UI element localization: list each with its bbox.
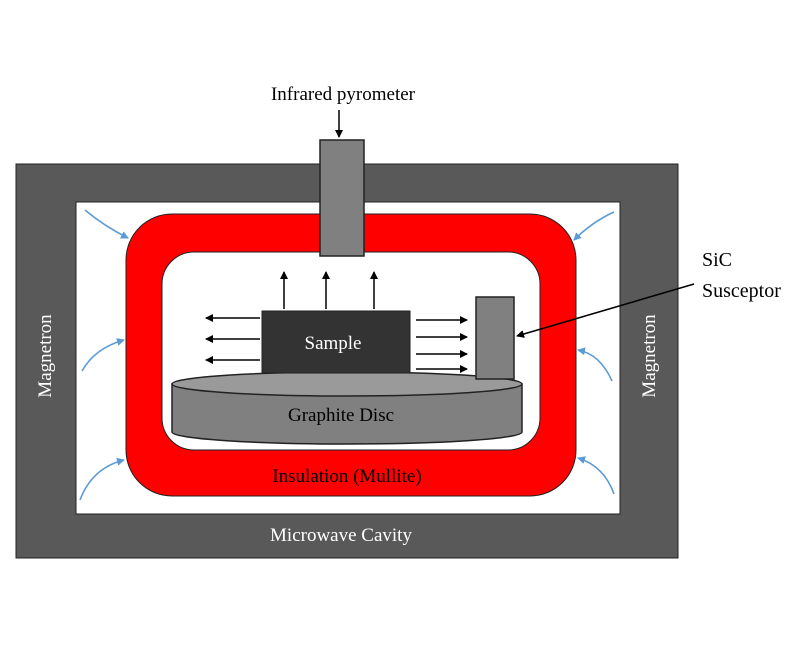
microwave-arrow-mid-left bbox=[81, 338, 125, 372]
graphite-disc bbox=[171, 371, 523, 445]
sic-label-line2: Susceptor bbox=[702, 280, 781, 302]
microwave-arrow-top-right bbox=[573, 211, 615, 241]
cavity-label: Microwave Cavity bbox=[270, 525, 412, 546]
sample-label: Sample bbox=[305, 333, 362, 354]
susceptor-pointer bbox=[516, 283, 695, 338]
sic-susceptor bbox=[475, 296, 515, 380]
microwave-arrow-bottom-right bbox=[577, 456, 615, 495]
heat-arrows-right bbox=[416, 316, 468, 373]
insulation-label: Insulation (Mullite) bbox=[272, 466, 421, 487]
magnetron-left-label: Magnetron bbox=[35, 314, 56, 398]
microwave-arrow-mid-right bbox=[577, 347, 613, 382]
graphite-disc-label: Graphite Disc bbox=[288, 405, 394, 426]
microwave-arrows bbox=[79, 209, 615, 501]
sample-block bbox=[261, 310, 411, 374]
heat-arrows-up bbox=[280, 271, 378, 309]
microwave-arrow-top-left bbox=[84, 209, 129, 239]
microwave-arrow-bottom-left bbox=[79, 457, 125, 501]
magnetron-right-label: Magnetron bbox=[639, 314, 660, 398]
pyrometer-probe bbox=[319, 139, 365, 257]
heat-arrows-left bbox=[205, 314, 260, 364]
sic-label-line1: SiC bbox=[702, 249, 732, 271]
pyrometer-label: Infrared pyrometer bbox=[271, 84, 416, 105]
